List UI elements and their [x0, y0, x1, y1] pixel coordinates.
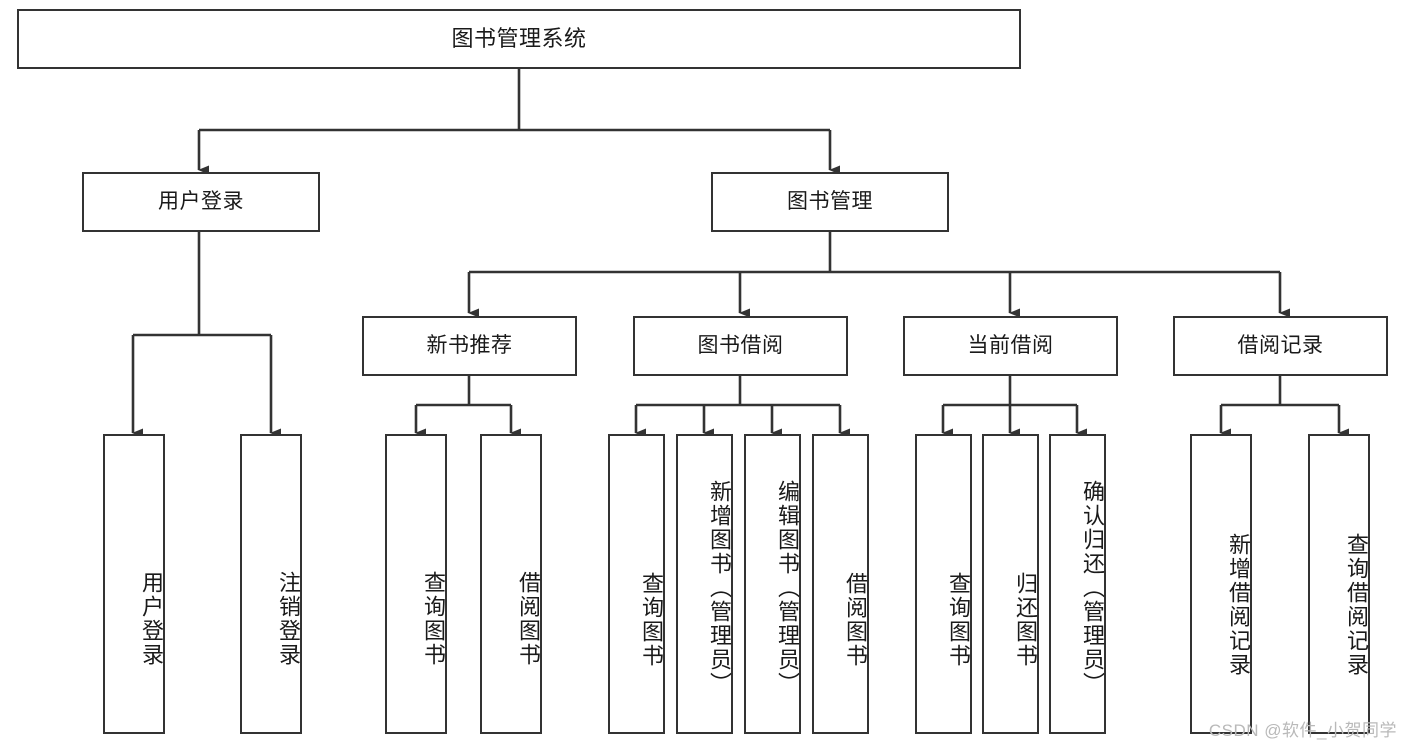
node-label: 新增图书（管理员） — [707, 480, 732, 696]
node-label: 注销登录 — [276, 571, 301, 667]
leaf-add-record[interactable]: 新增借阅记录 — [1190, 434, 1252, 734]
node-label: 用户登录 — [139, 571, 164, 667]
leaf-query-book-3[interactable]: 查询图书 — [915, 434, 972, 734]
node-current-borrow[interactable]: 当前借阅 — [903, 316, 1118, 376]
leaf-add-book[interactable]: 新增图书（管理员） — [676, 434, 733, 734]
node-user-login[interactable]: 用户登录 — [82, 172, 320, 232]
leaf-borrow-book-2[interactable]: 借阅图书 — [812, 434, 869, 734]
node-label: 图书管理系统 — [451, 26, 587, 52]
node-label: 编辑图书（管理员） — [775, 480, 800, 696]
node-label: 确认归还（管理员） — [1080, 480, 1105, 696]
node-label: 查询图书 — [639, 572, 664, 668]
leaf-borrow-book-1[interactable]: 借阅图书 — [480, 434, 542, 734]
node-label: 查询借阅记录 — [1344, 533, 1369, 677]
node-label: 借阅图书 — [516, 571, 541, 667]
node-label: 查询图书 — [421, 571, 446, 667]
node-label: 借阅图书 — [843, 572, 868, 668]
node-root-book-management-system[interactable]: 图书管理系统 — [17, 9, 1021, 69]
leaf-user-login[interactable]: 用户登录 — [103, 434, 165, 734]
node-new-book-recommend[interactable]: 新书推荐 — [362, 316, 577, 376]
node-label: 新增借阅记录 — [1226, 533, 1251, 677]
leaf-query-book-2[interactable]: 查询图书 — [608, 434, 665, 734]
leaf-return-book[interactable]: 归还图书 — [982, 434, 1039, 734]
node-label: 查询图书 — [946, 572, 971, 668]
leaf-edit-book[interactable]: 编辑图书（管理员） — [744, 434, 801, 734]
node-label: 新书推荐 — [426, 333, 513, 357]
node-label: 图书管理 — [787, 189, 873, 213]
leaf-confirm-return[interactable]: 确认归还（管理员） — [1049, 434, 1106, 734]
node-book-manage[interactable]: 图书管理 — [711, 172, 949, 232]
leaf-user-logout[interactable]: 注销登录 — [240, 434, 302, 734]
node-label: 当前借阅 — [967, 333, 1054, 357]
leaf-query-book-1[interactable]: 查询图书 — [385, 434, 447, 734]
node-label: 借阅记录 — [1237, 333, 1324, 357]
node-label: 用户登录 — [158, 189, 244, 213]
csdn-watermark: CSDN @软件_小贺同学 — [1208, 721, 1397, 740]
node-label: 图书借阅 — [697, 333, 784, 357]
leaf-query-record[interactable]: 查询借阅记录 — [1308, 434, 1370, 734]
node-book-borrow[interactable]: 图书借阅 — [633, 316, 848, 376]
node-label: 归还图书 — [1013, 572, 1038, 668]
node-borrow-record[interactable]: 借阅记录 — [1173, 316, 1388, 376]
